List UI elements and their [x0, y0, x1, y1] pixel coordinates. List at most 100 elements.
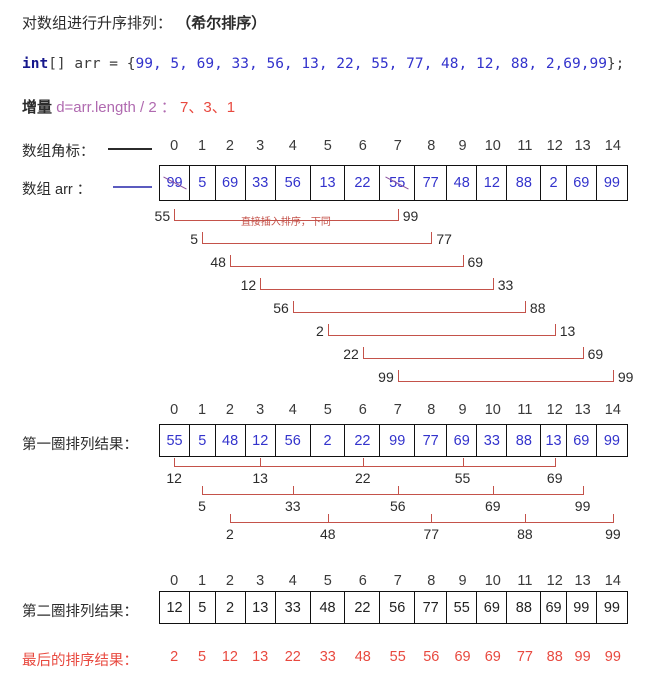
bracket-tick-label: 77	[423, 526, 440, 542]
index-label-top-4: 4	[288, 138, 297, 154]
array-cell: 2	[216, 592, 246, 623]
gap-values: 7、3、1	[180, 99, 236, 116]
array-cell: 69	[567, 425, 597, 456]
bracket-tick	[431, 232, 433, 244]
bracket-tick	[524, 514, 526, 523]
index-label-top-7: 7	[393, 138, 402, 154]
bracket-bar	[202, 494, 583, 495]
final-value: 48	[354, 649, 371, 665]
bracket-bar	[202, 243, 432, 244]
index-label-pass1-12: 12	[546, 402, 563, 418]
index-label-top-10: 10	[484, 138, 501, 154]
pass2-row-label: 第二圈排列结果：	[22, 604, 138, 620]
index-label-pass1-9: 9	[458, 402, 467, 418]
bracket-tick	[612, 370, 614, 382]
array-cell: 99	[160, 166, 191, 200]
index-label-pass1-7: 7	[393, 402, 402, 418]
array-cell-value: 33	[284, 599, 301, 616]
array-cell-value: 99	[389, 432, 406, 449]
array-cell: 55	[380, 166, 416, 200]
code-declaration: int[] arr = {99, 5, 69, 33, 56, 13, 22, …	[22, 56, 624, 72]
bracket-tick	[174, 209, 176, 221]
index-label-pass2-13: 13	[574, 573, 591, 589]
array-cell: 99	[567, 592, 597, 623]
code-keyword: int	[22, 56, 49, 72]
index-label-pass1-6: 6	[358, 402, 367, 418]
index-label-top-0: 0	[170, 138, 179, 154]
bracket-bar	[229, 266, 463, 267]
array-cell-value: 69	[483, 599, 500, 616]
array-cell: 12	[246, 425, 276, 456]
array-cell-value: 69	[573, 175, 590, 191]
index-label-pass1-1: 1	[197, 402, 207, 418]
final-value: 56	[423, 649, 440, 665]
array-cell-value: 69	[453, 432, 470, 449]
array-cell: 12	[160, 592, 191, 623]
bracket-tick	[174, 458, 176, 467]
bracket-annotation: 直接插入排序，下同	[240, 217, 331, 228]
index-label-pass1-5: 5	[323, 402, 332, 418]
bracket-start-label: 2	[315, 323, 324, 339]
bracket-tick-label: 88	[517, 526, 533, 542]
index-label-pass1-11: 11	[517, 402, 533, 418]
gap-expression: d=arr.length / 2 ：	[56, 99, 176, 116]
page-title: 对数组进行升序排列： （希尔排序）	[22, 12, 266, 33]
bracket-tick-label: 22	[354, 470, 371, 486]
index-label-top-5: 5	[323, 138, 332, 154]
final-value: 2	[170, 649, 179, 665]
final-value: 99	[574, 649, 591, 665]
index-row-label-leader	[108, 148, 152, 150]
bracket-tick	[397, 486, 399, 495]
array-cell: 33	[276, 592, 311, 623]
array-cell-value: 33	[252, 175, 269, 191]
bracket-tick	[612, 514, 614, 523]
bracket-tick	[362, 458, 364, 467]
final-value: 69	[484, 649, 501, 665]
array-cell-value: 13	[252, 599, 269, 616]
index-label-pass2-11: 11	[517, 573, 533, 589]
bracket-tick	[362, 347, 364, 359]
array-cell: 88	[507, 166, 542, 200]
index-label-pass1-3: 3	[256, 402, 265, 418]
bracket-tick-label: 12	[166, 470, 182, 486]
index-label-pass1-0: 0	[170, 402, 179, 418]
array-cell-value: 5	[198, 432, 207, 449]
index-label-pass1-14: 14	[604, 402, 621, 418]
bracket-end-label: 69	[467, 254, 484, 270]
array-cell: 77	[415, 166, 448, 200]
array-cell-value: 77	[422, 175, 439, 191]
array-cell-value: 69	[545, 599, 562, 616]
array-cell: 48	[216, 425, 246, 456]
bracket-bar	[260, 289, 493, 290]
bracket-tick	[260, 278, 262, 290]
bracket-tick	[292, 486, 294, 495]
index-label-pass2-9: 9	[458, 573, 467, 589]
final-row-label: 最后的排序结果：	[22, 653, 138, 669]
index-label-top-6: 6	[358, 138, 367, 154]
array-cell-value: 22	[354, 175, 371, 191]
array-cell-value: 2	[226, 599, 235, 616]
array-cell-value: 99	[166, 175, 183, 191]
array-cell: 99	[380, 425, 416, 456]
final-value: 69	[454, 649, 471, 665]
bracket-bar	[292, 312, 525, 313]
bracket-tick-label: 13	[252, 470, 268, 486]
bracket-tick-label: 48	[319, 526, 336, 542]
bracket-tick	[492, 486, 494, 495]
bracket-bar	[327, 335, 555, 336]
index-label-top-1: 1	[197, 138, 207, 154]
array-cell-value: 88	[515, 599, 532, 616]
bracket-bar	[362, 358, 583, 359]
array-cell-value: 69	[222, 175, 239, 191]
array-cell-value: 48	[319, 599, 336, 616]
index-label-pass1-13: 13	[574, 402, 591, 418]
array-cell-value: 2	[549, 175, 558, 191]
array-cell: 22	[345, 425, 381, 456]
array-cell-value: 88	[515, 432, 532, 449]
